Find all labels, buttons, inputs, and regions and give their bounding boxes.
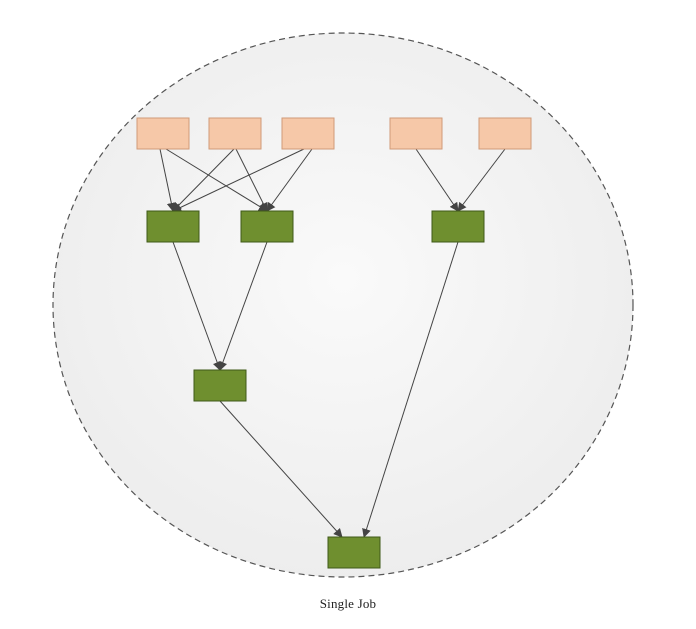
node-src-3 [281, 117, 335, 150]
node-task-2 [240, 210, 294, 243]
edge-src-2-to-task-2 [235, 148, 268, 212]
node-src-4 [389, 117, 443, 150]
edge-src-1-to-task-1 [159, 148, 176, 212]
edge-src-4-to-task-3 [415, 148, 459, 212]
edges-layer [159, 148, 506, 538]
edge-src-3-to-task-1 [172, 148, 305, 212]
edge-task-3-to-task-5 [362, 241, 459, 538]
edge-task-1-to-task-4 [172, 241, 222, 371]
node-src-5 [478, 117, 532, 150]
job-boundary [52, 32, 634, 578]
edge-src-5-to-task-3 [457, 148, 506, 212]
diagram-caption: Single Job [319, 596, 377, 611]
edge-task-2-to-task-4 [218, 241, 268, 371]
node-src-2 [208, 117, 262, 150]
node-task-1 [146, 210, 200, 243]
node-task-3 [431, 210, 485, 243]
node-src-1 [136, 117, 190, 150]
edge-src-2-to-task-1 [172, 148, 235, 212]
nodes-layer [136, 117, 532, 569]
edge-src-1-to-task-2 [165, 148, 268, 212]
edge-src-3-to-task-2 [266, 148, 313, 212]
node-task-4 [193, 369, 247, 402]
edge-task-4-to-task-5 [219, 400, 343, 538]
node-task-5 [327, 536, 381, 569]
